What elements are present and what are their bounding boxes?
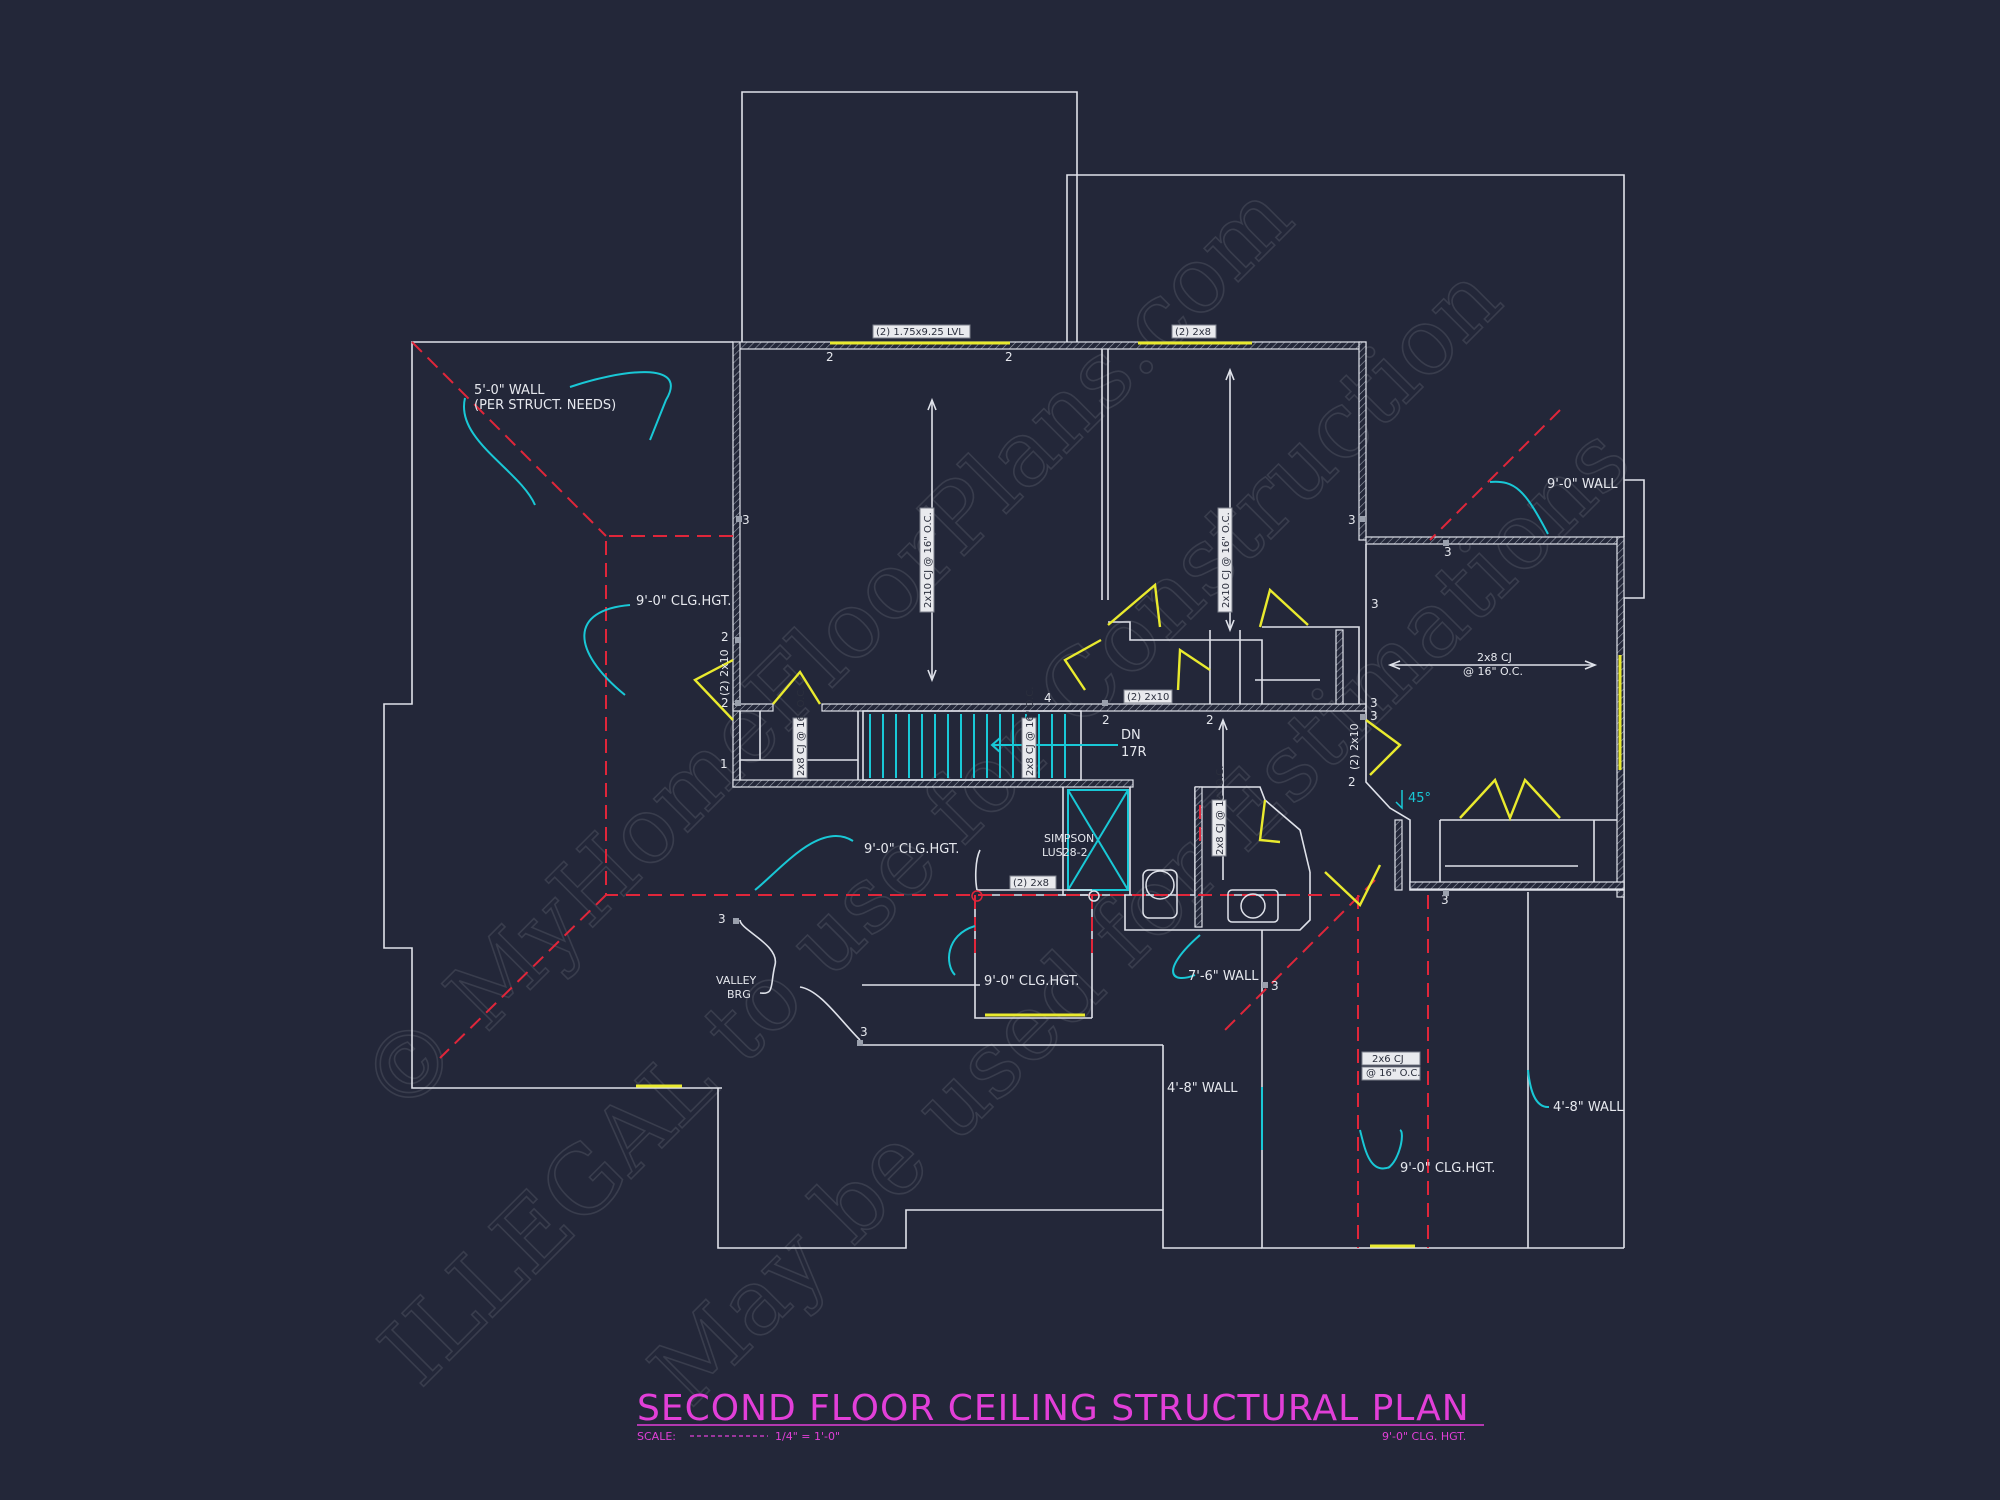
point-load: 3	[718, 912, 726, 926]
point-load: 3	[860, 1025, 868, 1039]
point-load: 2	[1348, 775, 1356, 789]
note-angle: 45°	[1408, 791, 1431, 806]
point-load: 4	[1044, 691, 1052, 705]
toilet-icon	[1142, 869, 1178, 919]
openings	[636, 341, 1622, 1248]
point-load: 3	[1441, 893, 1449, 907]
note-simpson-model: LUS28-2	[1042, 846, 1088, 859]
note-wall-5ft: 5'-0" WALL	[474, 383, 545, 398]
point-load: 3	[1348, 513, 1356, 527]
point-load: 3	[1444, 545, 1452, 559]
note-wall-7ft6: 7'-6" WALL	[1188, 969, 1259, 984]
note-wall-5ft-sub: (PER STRUCT. NEEDS)	[474, 398, 616, 413]
point-load: 2	[1005, 350, 1013, 364]
point-load: 2	[721, 696, 729, 710]
note-simpson: SIMPSON	[1044, 832, 1094, 845]
tag-header-2x10-right: (2) 2x10	[1348, 723, 1361, 770]
fixtures	[1142, 869, 1279, 923]
point-load: 1	[720, 757, 728, 771]
tag-cj-hall: 2x6 CJ	[1372, 1054, 1404, 1065]
member-tags: (2) 1.75x9.25 LVL (2) 2x8 (2) 2x10 (2) 2…	[718, 324, 1421, 1081]
plan-notes: 5'-0" WALL (PER STRUCT. NEEDS) 9'-0" CLG…	[474, 383, 1624, 1176]
note-valley-brg: BRG	[727, 988, 751, 1001]
tag-cj-bath-mid: 2x8 CJ @ 16" O.C.	[1215, 766, 1226, 855]
tag-cj-room1: 2x10 CJ @ 16" O.C.	[923, 512, 934, 608]
note-dn: DN	[1121, 728, 1141, 743]
stairs	[869, 714, 1129, 891]
watermark: © MyHomeFloorPlans.com ILLEGAL to use fo…	[339, 162, 1651, 1426]
tag-header-2x10-left: (2) 2x10	[718, 649, 731, 696]
point-load: 2	[1102, 713, 1110, 727]
note-clg-left: 9'-0" CLG.HGT.	[636, 594, 731, 609]
tag-cj-room2: 2x10 CJ @ 16" O.C.	[1221, 512, 1232, 608]
tag-lvl-header: (2) 1.75x9.25 LVL	[876, 327, 964, 338]
point-load: 3	[1371, 597, 1379, 611]
note-wall-4ft8-right: 4'-8" WALL	[1553, 1100, 1624, 1115]
scale-label: SCALE:	[637, 1430, 676, 1443]
watermark-line2: ILLEGAL to use for Construction	[360, 244, 1521, 1405]
point-load: 2	[1206, 713, 1214, 727]
note-clg-bottom-center: 9'-0" CLG.HGT.	[984, 974, 1079, 989]
note-clg-right-bottom: 9'-0" CLG.HGT.	[1400, 1161, 1495, 1176]
note-wall-9ft-right: 9'-0" WALL	[1547, 477, 1618, 492]
drawing-title: SECOND FLOOR CEILING STRUCTURAL PLAN	[637, 1388, 1470, 1429]
point-load: 2	[826, 350, 834, 364]
point-loads: 2 2 3 3 3 3 2 2 4 2 2 3 2 3 3 3 3 3 1	[718, 350, 1452, 1046]
sink-icon	[1227, 889, 1279, 923]
tag-header-2x8-simpson: (2) 2x8	[1013, 878, 1049, 889]
note-cj-right-spacing: @ 16" O.C.	[1463, 665, 1523, 678]
title-block: SECOND FLOOR CEILING STRUCTURAL PLAN SCA…	[637, 1388, 1484, 1443]
point-load: 3	[1370, 696, 1378, 710]
tag-cj-stair: 2x8 CJ @ 16" O.C.	[1025, 687, 1036, 776]
scale-value: 1/4" = 1'-0"	[775, 1430, 840, 1443]
tag-cj-hall-spacing: @ 16" O.C.	[1366, 1068, 1421, 1079]
point-load: 3	[1271, 979, 1279, 993]
note-cj-right: 2x8 CJ	[1477, 651, 1512, 664]
note-valley: VALLEY	[716, 974, 757, 987]
note-wall-4ft8-left: 4'-8" WALL	[1167, 1081, 1238, 1096]
note-stair-risers: 17R	[1121, 745, 1147, 760]
point-load: 3	[742, 513, 750, 527]
leaders	[462, 371, 1550, 1170]
tag-cj-bath-left: 2x8 CJ @ 16" O.C.	[796, 687, 807, 776]
ridge-lines	[411, 341, 1561, 1248]
tag-header-2x10-mid: (2) 2x10	[1127, 692, 1169, 703]
point-load: 2	[721, 630, 729, 644]
ceiling-height-note: 9'-0" CLG. HGT.	[1382, 1430, 1466, 1443]
note-clg-mid: 9'-0" CLG.HGT.	[864, 842, 959, 857]
tag-header-2x8-top: (2) 2x8	[1175, 327, 1211, 338]
point-load: 3	[1370, 709, 1378, 723]
